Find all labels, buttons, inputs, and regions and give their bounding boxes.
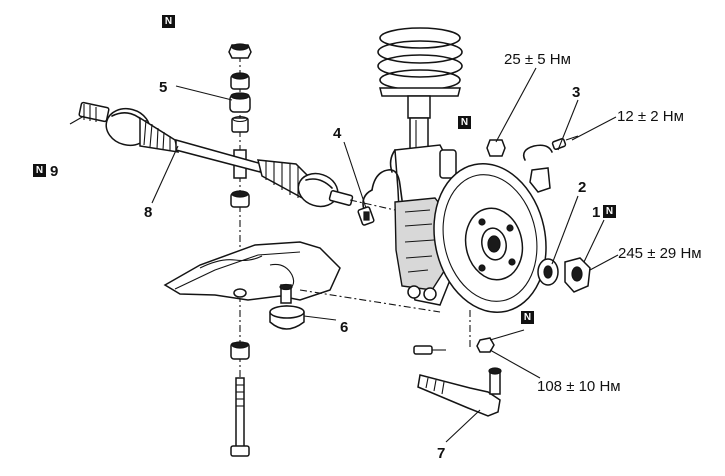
callout-2: 2 [578, 179, 587, 196]
callout-1: 1 [592, 204, 601, 221]
leader-9 [69, 115, 85, 125]
torque-label-ball-joint: 108 ± 10 Нм [537, 378, 621, 395]
hub-washer [537, 258, 559, 286]
self-locking-badge-strut: N [458, 116, 471, 129]
strut-upper-nut [486, 139, 506, 157]
leader-7 [445, 409, 481, 443]
stabilizer-link-bolt [230, 377, 250, 457]
self-locking-nut-badge-top: N [162, 15, 175, 28]
leader-1 [583, 219, 605, 263]
coil-spring [377, 27, 463, 97]
tie-rod-end [417, 367, 502, 417]
callout-7: 7 [437, 445, 446, 462]
wheel-hub [464, 207, 524, 281]
drive-shaft [78, 101, 354, 208]
leader-2 [551, 195, 579, 265]
self-locking-badge-1: N [603, 205, 616, 218]
leader-8 [151, 145, 179, 204]
wheel-speed-sensor [522, 135, 579, 193]
callout-6: 6 [340, 319, 349, 336]
leader-3 [557, 99, 579, 151]
hub-nut [564, 257, 591, 293]
abs-sensor-harness [357, 189, 375, 226]
top-self-locking-nut [228, 43, 252, 59]
leader-torque-sensor [571, 116, 617, 141]
leader-torque-hub [589, 254, 619, 271]
callout-5: 5 [159, 79, 168, 96]
leader-torque-top [495, 67, 537, 143]
callout-8: 8 [144, 204, 153, 221]
stabilizer-bushing-lower [230, 190, 250, 360]
self-locking-badge-9: N [33, 164, 46, 177]
callout-9: 9 [50, 163, 59, 180]
leader-n-balljoint [489, 329, 525, 341]
lower-control-arm [163, 241, 341, 301]
callout-4: 4 [333, 125, 342, 142]
ball-joint-nut [476, 337, 495, 353]
assembly-line-shaft [349, 199, 396, 211]
brake-hose [371, 168, 403, 201]
torque-label-hub-nut: 245 ± 29 Нм [618, 245, 702, 262]
assembly-line-ball-joint [299, 289, 441, 313]
torque-label-strut-nut: 25 ± 5 Нм [504, 51, 571, 68]
leader-4 [343, 141, 367, 209]
stabilizer-bushing-upper [229, 72, 251, 133]
caliper-bolt [413, 345, 446, 355]
lower-ball-joint [269, 283, 305, 330]
torque-label-sensor-bolt: 12 ± 2 Нм [617, 108, 684, 125]
leader-torque-balljoint [489, 349, 541, 379]
callout-3: 3 [572, 84, 581, 101]
leader-6 [303, 315, 337, 321]
leader-5 [175, 85, 233, 101]
self-locking-badge-balljoint: N [521, 311, 534, 324]
